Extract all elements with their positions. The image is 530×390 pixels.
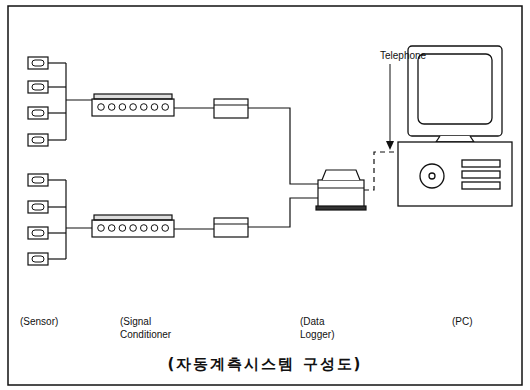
sensor-element [32,137,44,143]
sensor [28,134,66,146]
knob [119,225,126,232]
sensor-wire [48,206,66,207]
knob [98,104,105,111]
sensor-group [28,57,66,265]
sensor-case [28,81,48,93]
knob [108,104,115,111]
knob [151,104,158,111]
sensor [28,174,66,186]
sensor-wire [48,179,66,180]
sensor-element [32,84,44,90]
knob [162,104,169,111]
pc-case [398,142,512,206]
knob [130,225,137,232]
conditioner-body [92,99,174,116]
interface-box [214,99,248,237]
knob [130,104,137,111]
knob [141,104,148,111]
sensor-wire [48,62,66,63]
sensor [28,81,66,93]
column-label: (Signal Conditioner [120,316,171,341]
sensor-case [28,253,48,265]
column-label: (Data Logger) [300,316,334,341]
sensor-wire [48,258,66,259]
sensor-case [28,227,48,239]
sensor-case [28,107,48,119]
wire [248,108,318,184]
sensor-element [32,256,44,262]
sensor-case [28,57,48,69]
drive-slot [462,171,500,178]
wire [248,198,318,227]
column-label: (Sensor) [20,316,58,329]
wire [174,107,214,108]
pointer-head [386,141,394,150]
conditioner-rim [94,94,172,99]
sensor-element [32,230,44,236]
screen [418,54,492,124]
logger-base [316,206,366,210]
knob [119,104,126,111]
sensor [28,201,66,213]
sensor [28,227,66,239]
interface-line [214,104,248,105]
disk-drive [420,164,444,188]
sensor-element [32,110,44,116]
logger-body [318,180,364,208]
bus-wire [66,180,92,259]
interface-box [214,99,248,118]
data-logger [316,170,366,210]
interface-line [214,223,248,224]
sensor-case [28,201,48,213]
drive-slot [462,182,500,189]
conditioner-rim [94,215,172,220]
sensor-wire [48,139,66,140]
logger-lid [322,170,360,180]
sensor-case [28,174,48,186]
logger-seam [318,187,364,188]
conditioner-knobs [98,104,169,232]
sensor-wire [48,112,66,113]
conditioner-body [92,220,174,237]
sensor-element [32,177,44,183]
knob [98,225,105,232]
sensor [28,107,66,119]
sensor-wire [48,86,66,87]
knob [108,225,115,232]
knob [141,225,148,232]
sensor-element [32,60,44,66]
sensor [28,57,66,69]
column-label: (PC) [452,316,473,329]
monitor-stand [436,136,474,142]
wires [66,63,318,259]
bus-wire [66,63,92,140]
pc [398,46,512,206]
knob [162,225,169,232]
link-label: Telephone [380,50,426,63]
disk-hub [429,173,435,179]
sensor-wire [48,232,66,233]
sensor-case [28,134,48,146]
drive-slot [462,160,500,167]
interface-box [214,218,248,237]
frame [8,6,522,385]
telephone-pointer [390,64,391,142]
wire [174,228,214,229]
telephone-line [364,152,398,190]
sensor-element [32,204,44,210]
sensor [28,253,66,265]
knob [151,225,158,232]
signal-conditioner [92,94,174,237]
caption: (자동계측시스템 구성도) [0,355,530,374]
